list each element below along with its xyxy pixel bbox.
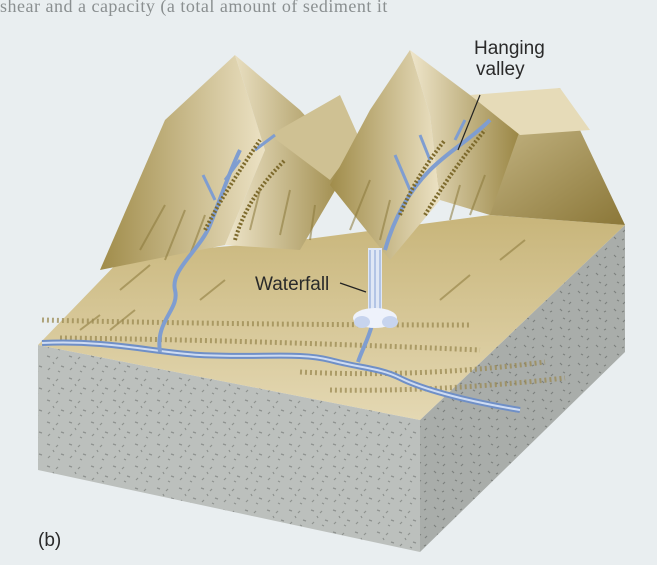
hanging-valley-label-line2: valley xyxy=(474,59,545,80)
waterfall-label: Waterfall xyxy=(255,274,329,295)
hanging-valley-label-line1: Hanging xyxy=(474,38,545,59)
hanging-valley-label: Hanging valley xyxy=(474,38,545,80)
panel-label: (b) xyxy=(38,530,61,551)
